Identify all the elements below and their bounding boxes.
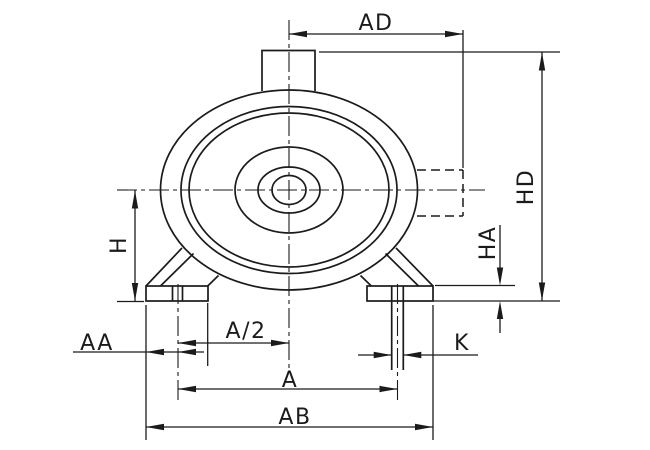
arrowhead bbox=[289, 30, 307, 38]
dim-label-a: A bbox=[282, 368, 299, 393]
arrowhead bbox=[178, 339, 196, 347]
arrowhead bbox=[178, 348, 196, 356]
dim-label-k: K bbox=[454, 331, 470, 356]
arrowhead bbox=[403, 351, 422, 359]
arrowhead bbox=[538, 282, 546, 301]
arrowhead bbox=[271, 339, 289, 347]
arrowhead bbox=[379, 385, 398, 393]
centerlines bbox=[117, 20, 485, 403]
arrowhead bbox=[496, 301, 504, 319]
dim-label-h: H bbox=[107, 236, 132, 254]
extension-lines bbox=[117, 30, 560, 440]
dim-label-ab: AB bbox=[278, 405, 311, 430]
left-leg-brace bbox=[145, 247, 183, 287]
left-foot bbox=[145, 285, 209, 302]
left-leg-brace bbox=[159, 252, 195, 287]
arrowhead bbox=[146, 423, 164, 431]
right-leg-brace bbox=[359, 274, 372, 287]
terminal-box bbox=[261, 49, 316, 91]
hidden-side-box bbox=[417, 169, 464, 217]
right-foot bbox=[366, 285, 434, 302]
dim-label-a-half: A/2 bbox=[226, 319, 267, 344]
arrowhead bbox=[178, 385, 196, 393]
dim-label-ad: AD bbox=[359, 11, 394, 36]
arrowhead bbox=[538, 52, 546, 71]
dim-label-hd: HD bbox=[514, 169, 539, 205]
dimension-arrowheads bbox=[131, 30, 546, 431]
arrowhead bbox=[131, 190, 139, 209]
dimension-labels: AD HD H HA AA A/2 K A AB bbox=[80, 11, 539, 430]
right-leg-brace bbox=[384, 252, 420, 287]
arrowhead bbox=[496, 267, 504, 286]
arrowhead bbox=[373, 351, 392, 359]
dim-label-aa: AA bbox=[80, 331, 114, 356]
right-leg-brace bbox=[395, 247, 434, 287]
arrowhead bbox=[445, 30, 463, 38]
mounting-feet bbox=[145, 247, 434, 370]
left-leg-brace bbox=[207, 274, 220, 287]
arrowhead bbox=[415, 423, 433, 431]
dim-label-ha: HA bbox=[476, 226, 501, 261]
arrowhead bbox=[131, 283, 139, 301]
arrowhead bbox=[146, 348, 164, 356]
